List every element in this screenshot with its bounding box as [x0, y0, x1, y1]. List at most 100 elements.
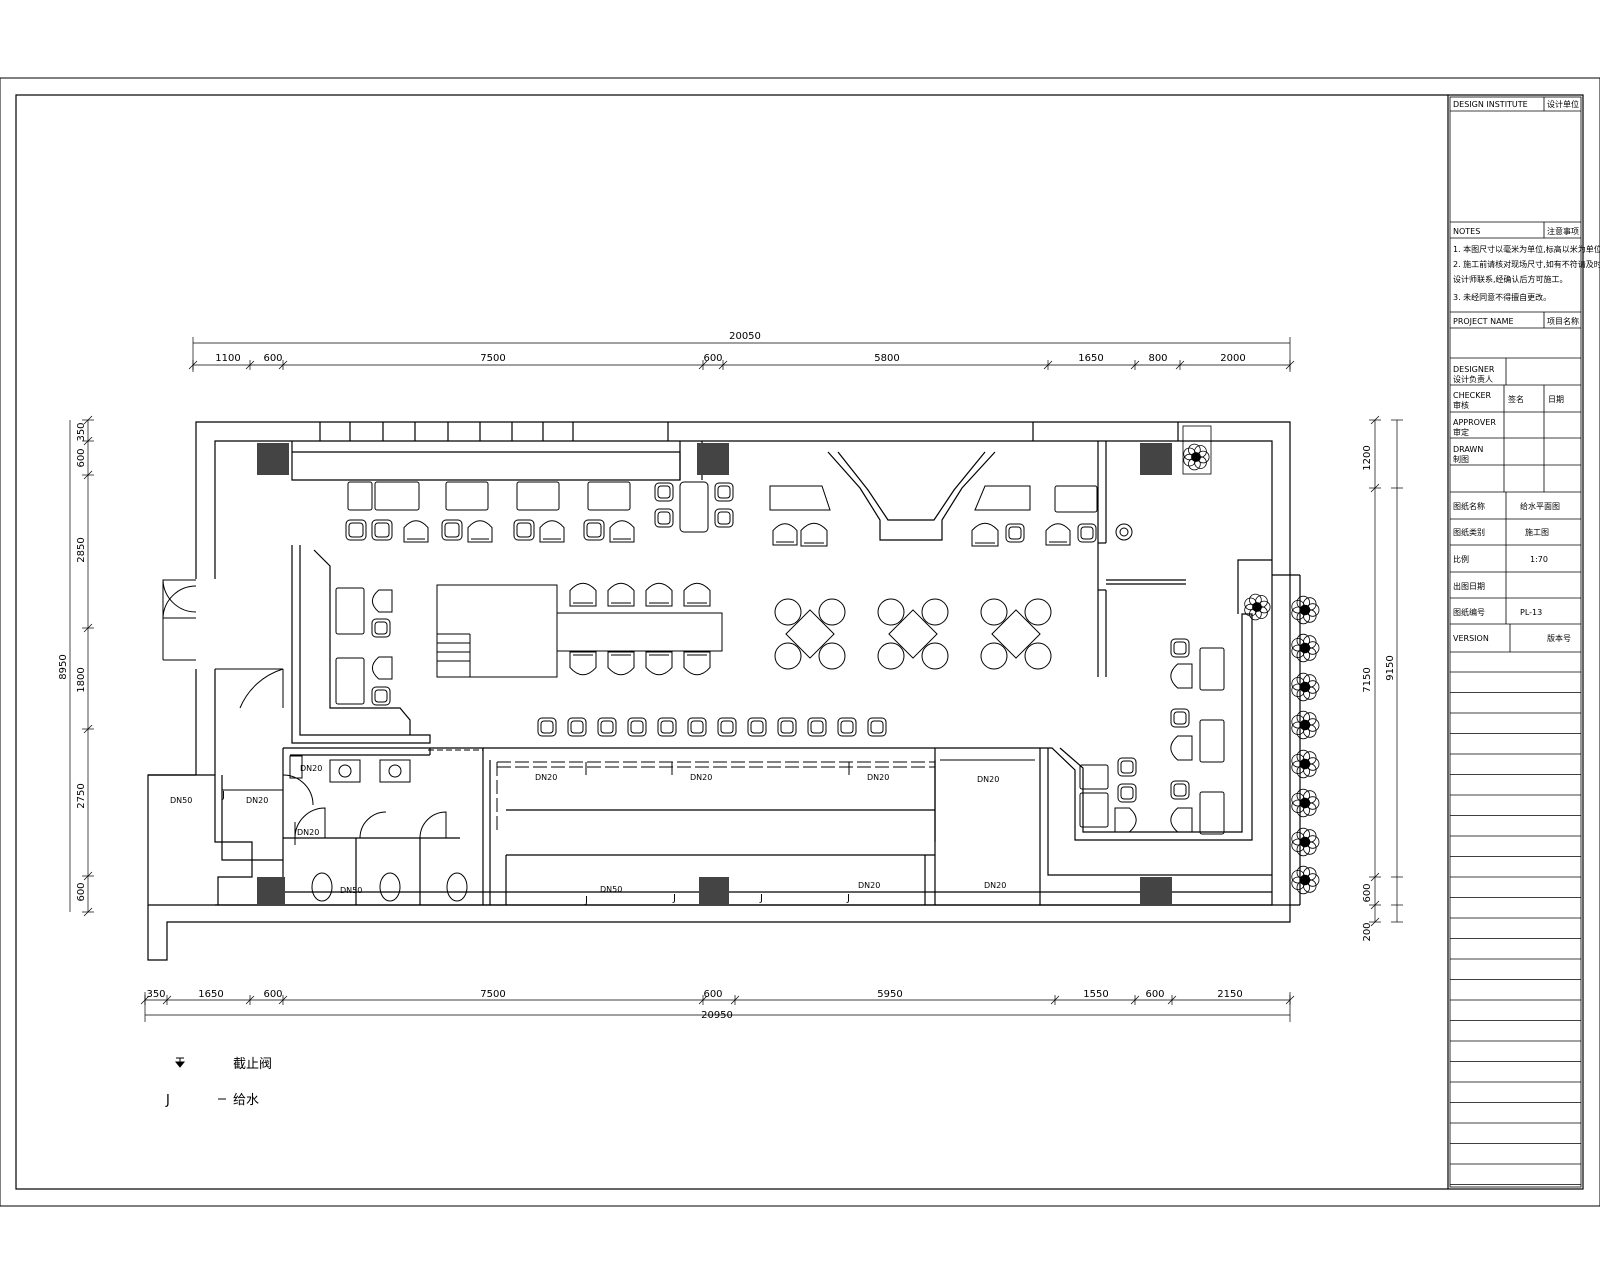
floor-drain — [1115, 523, 1133, 541]
stool — [1005, 523, 1025, 543]
pipe-label: DN20 — [690, 773, 712, 782]
table — [374, 481, 420, 511]
chair — [800, 522, 828, 547]
pipe-label: DN20 — [246, 796, 268, 805]
furniture — [335, 481, 1225, 835]
plant-icon — [1291, 865, 1320, 895]
stool — [513, 519, 535, 541]
table — [1199, 719, 1225, 763]
dim-bottom-5: 5950 — [877, 989, 902, 1000]
tb-item-label-2: 比例 — [1453, 554, 1469, 564]
stool — [837, 717, 857, 737]
stool — [627, 717, 647, 737]
entrance-door — [162, 579, 284, 709]
plant-icon — [1291, 749, 1320, 779]
stool — [371, 686, 391, 706]
dim-top-5: 1650 — [1078, 353, 1103, 364]
chair — [1170, 807, 1193, 833]
tb-notes-right: 注意事项 — [1547, 226, 1579, 236]
tb-row-cn-1: 审核 — [1453, 400, 1469, 410]
chair — [1170, 663, 1193, 689]
chair — [403, 520, 429, 543]
legend-water-symbol: J — [165, 1093, 170, 1108]
four-seat-table — [980, 598, 1052, 670]
dim-left-3: 1800 — [76, 667, 87, 692]
dim-top-6: 800 — [1148, 353, 1167, 364]
tb-item-value-1: 施工图 — [1525, 527, 1549, 537]
stair-platform — [436, 584, 723, 678]
pipe-label: DN20 — [858, 881, 880, 890]
dim-top-3: 600 — [703, 353, 722, 364]
stool — [717, 717, 737, 737]
dim-left-1: 600 — [76, 448, 87, 467]
stool — [537, 717, 557, 737]
pipe-label: DN50 — [340, 886, 362, 895]
chair — [1045, 523, 1071, 546]
chair — [539, 520, 565, 543]
tb-header-left: DESIGN INSTITUTE — [1453, 100, 1528, 109]
tb-item-value-2: 1:70 — [1530, 555, 1548, 564]
pipe-label: DN20 — [297, 828, 319, 837]
tb-project-left: PROJECT NAME — [1453, 317, 1514, 326]
table — [1199, 791, 1225, 835]
pipe-mark-j: J — [759, 893, 763, 904]
stool — [371, 519, 393, 541]
dim-top-7: 2000 — [1220, 353, 1245, 364]
pipe-label: DN20 — [300, 764, 322, 773]
stool — [807, 717, 827, 737]
tb-note-4: 3. 未经同意不得擅自更改。 — [1453, 292, 1551, 302]
title-block — [1449, 96, 1582, 1188]
stool — [597, 717, 617, 737]
bar-counter — [679, 481, 709, 533]
chair — [607, 582, 635, 607]
dim-right-1: 600 — [1362, 883, 1373, 902]
plant-icon — [1291, 710, 1320, 740]
plant-icon — [1291, 788, 1320, 818]
dim-left-2: 2850 — [76, 537, 87, 562]
tb-row-en-0: DESIGNER — [1453, 365, 1495, 374]
four-seat-table — [877, 598, 949, 670]
dim-bottom-4: 600 — [703, 989, 722, 1000]
stool — [654, 482, 674, 502]
pipe-label: DN20 — [977, 775, 999, 784]
stool — [714, 482, 734, 502]
chair — [683, 582, 711, 607]
chair — [645, 582, 673, 607]
table — [769, 485, 831, 511]
tb-version-right: 版本号 — [1547, 633, 1571, 643]
tb-item-value-0: 给水平面图 — [1520, 501, 1560, 511]
tb-row-en-3: DRAWN — [1453, 445, 1483, 454]
pipe-mark-j: J — [846, 893, 850, 904]
tb-note-2: 2. 施工前请核对现场尺寸,如有不符请及时与 — [1453, 259, 1600, 269]
tb-note-1: 1. 本图尺寸以毫米为单位,标高以米为单位。 — [1453, 244, 1600, 254]
dim-left-4: 2750 — [76, 783, 87, 808]
dimension-text: 20050 1100 600 7500 600 5800 1650 800 20… — [58, 331, 1396, 1021]
chair — [467, 520, 493, 543]
tb-item-label-1: 图纸类别 — [1453, 527, 1485, 537]
tb-item-label-4: 图纸编号 — [1453, 607, 1485, 617]
stool — [345, 519, 367, 541]
chair — [371, 589, 393, 613]
tb-row-cn-0: 设计负责人 — [1453, 374, 1493, 384]
table — [445, 481, 489, 511]
plant-icon — [1291, 595, 1320, 625]
stool — [583, 519, 605, 541]
table — [335, 657, 365, 705]
plant-icon — [1183, 443, 1210, 471]
dimension-lines — [69, 337, 1403, 1022]
legend-water-label: 给水 — [233, 1093, 259, 1108]
tb-project-right: 项目名称 — [1547, 316, 1579, 326]
dim-bottom-total: 20950 — [701, 1010, 733, 1021]
stool — [867, 717, 887, 737]
stool — [777, 717, 797, 737]
water-supply-pipes — [222, 749, 1035, 845]
dim-right-2: 200 — [1362, 922, 1373, 941]
dim-left-total: 8950 — [58, 654, 69, 679]
sheet-border — [0, 77, 1600, 1207]
stool — [1170, 780, 1190, 800]
plant-icon — [1291, 672, 1320, 702]
tb-item-label-3: 出图日期 — [1453, 581, 1485, 591]
dim-bottom-2: 600 — [263, 989, 282, 1000]
plant-icon — [1291, 827, 1320, 857]
stool — [1077, 523, 1097, 543]
